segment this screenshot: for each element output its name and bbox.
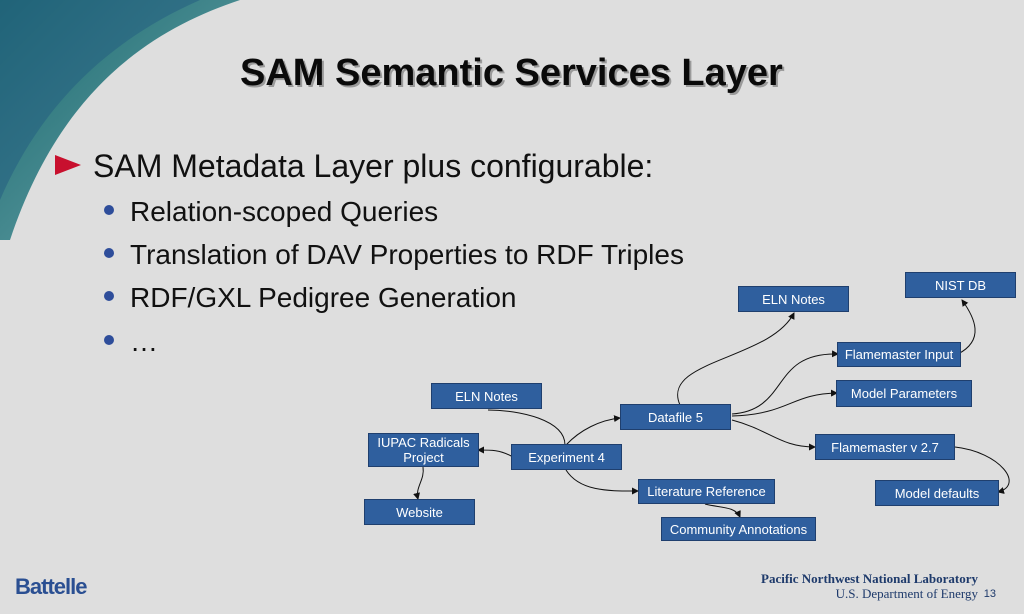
edge bbox=[954, 446, 1010, 494]
sub-bullet: … bbox=[104, 326, 158, 358]
node-experiment-4[interactable]: Experiment 4 bbox=[511, 444, 622, 470]
edge bbox=[565, 415, 621, 446]
edge bbox=[413, 466, 424, 500]
edge bbox=[477, 446, 512, 457]
sub-bullet-text: Translation of DAV Properties to RDF Tri… bbox=[130, 239, 684, 270]
sub-bullet-text: Relation-scoped Queries bbox=[130, 196, 439, 227]
node-website[interactable]: Website bbox=[364, 499, 475, 525]
edge bbox=[731, 389, 838, 417]
node-model-defaults[interactable]: Model defaults bbox=[875, 480, 999, 506]
triangle-bullet-icon bbox=[55, 155, 81, 175]
dot-bullet-icon bbox=[104, 205, 114, 215]
slide-title: SAM Semantic Services Layer bbox=[240, 52, 783, 94]
department-name: U.S. Department of Energy bbox=[835, 586, 978, 601]
page-number: 13 bbox=[983, 588, 996, 600]
node-flamemaster-v27[interactable]: Flamemaster v 2.7 bbox=[815, 434, 955, 460]
node-eln-notes-middle[interactable]: ELN Notes bbox=[431, 383, 542, 409]
battelle-logo: Battelle bbox=[15, 574, 87, 599]
edge bbox=[731, 419, 816, 451]
node-datafile-5[interactable]: Datafile 5 bbox=[620, 404, 731, 430]
sub-bullet: RDF/GXL Pedigree Generation bbox=[104, 282, 517, 314]
dot-bullet-icon bbox=[104, 335, 114, 345]
node-eln-notes-top[interactable]: ELN Notes bbox=[738, 286, 849, 312]
edge bbox=[677, 312, 795, 406]
edge bbox=[957, 299, 976, 355]
dot-bullet-icon bbox=[104, 291, 114, 301]
node-iupac-radicals-project[interactable]: IUPAC Radicals Project bbox=[368, 433, 479, 467]
edge bbox=[565, 469, 639, 495]
main-bullet: SAM Metadata Layer plus configurable: bbox=[55, 148, 653, 185]
dot-bullet-icon bbox=[104, 248, 114, 258]
sub-bullet: Translation of DAV Properties to RDF Tri… bbox=[104, 239, 684, 271]
sub-bullet-text: … bbox=[130, 326, 158, 357]
main-bullet-text: SAM Metadata Layer plus configurable: bbox=[93, 148, 654, 184]
sub-bullet: Relation-scoped Queries bbox=[104, 196, 438, 228]
edge bbox=[487, 409, 566, 446]
node-flamemaster-input[interactable]: Flamemaster Input bbox=[837, 342, 961, 367]
node-nist-db[interactable]: NIST DB bbox=[905, 272, 1016, 298]
edge bbox=[704, 503, 741, 518]
node-community-annotations[interactable]: Community Annotations bbox=[661, 517, 816, 541]
edge bbox=[731, 350, 839, 415]
sub-bullet-text: RDF/GXL Pedigree Generation bbox=[130, 282, 517, 313]
node-literature-reference[interactable]: Literature Reference bbox=[638, 479, 775, 504]
node-model-parameters[interactable]: Model Parameters bbox=[836, 380, 972, 407]
lab-name: Pacific Northwest National Laboratory bbox=[761, 571, 978, 586]
